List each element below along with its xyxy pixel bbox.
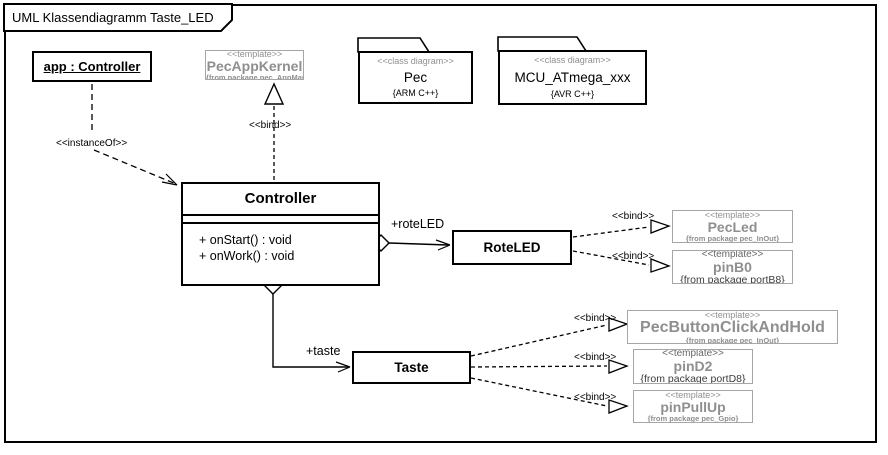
bind-triangle-pinb0 [650,258,671,273]
bind-triangle-pecbutton [608,317,629,332]
stereotype-label: <<template>> [701,250,764,260]
class-name: Controller [183,184,378,216]
node-mcu-package[interactable]: <<class diagram>> MCU_ATmega_xxx {AVR C+… [498,50,647,105]
package-name: MCU_ATmega_xxx [514,69,631,85]
frame-title: UML Klassendiagramm Taste_LED [12,10,214,25]
taste-role-label: +taste [306,344,341,358]
template-name: PecLed [707,219,758,235]
frame-title-tab [3,3,233,32]
template-name: pinPullUp [660,399,726,415]
template-origin: {from package portB8} [680,273,785,284]
instanceof-label: <<instanceOf>> [56,138,128,149]
taste-arrowhead [335,361,351,373]
bind-label-pecbutton: <<bind>> [574,313,617,324]
instanceof-arrowhead [161,173,178,186]
bind-edge-pecled [572,226,650,238]
bind-edge-pinb0 [572,250,650,266]
class-attributes-compartment [183,216,378,224]
stereotype-label: <<template>> [665,390,721,400]
instanceof-edge-diagonal [93,149,177,185]
template-origin: {from package pec_Gpio} [647,414,739,423]
template-origin: {from package pec_InOut} [685,335,780,344]
roteled-arrowhead [435,239,451,251]
node-pinb0-template[interactable]: <<template>> pinB0 {from package portB8} [672,250,793,284]
operation: + onWork() : void [199,249,295,263]
template-origin: {from package pec_InOut} [685,234,780,243]
stereotype-label: <<template>> [662,349,724,359]
stereotype-label: <<class diagram>> [534,55,611,65]
stereotype-label: <<template>> [704,210,761,220]
node-app-instance[interactable]: app : Controller [32,51,152,82]
class-name: RoteLED [483,240,541,255]
bind-label-pinpullup: <<bind>> [574,392,617,403]
class-operations-compartment: + onStart() : void + onWork() : void [183,224,378,264]
instance-name: app : Controller [43,59,141,74]
template-origin: {from package portD8} [640,373,746,384]
bind-label-pinb0: <<bind>> [612,251,655,262]
stereotype-label: <<template>> [226,50,283,59]
roteled-role-label: +roteLED [391,217,445,231]
node-pec-app-kernel[interactable]: <<template>> PecAppKernel {from package … [205,50,304,80]
bind-label-pind2: <<bind>> [574,352,617,363]
template-origin: {from package pec_AppManagement} [206,72,303,80]
package-tag: {AVR C++} [550,89,595,99]
package-name: Pec [403,69,428,85]
template-name: PecButtonClickAndHold [640,318,825,336]
node-pec-package[interactable]: <<class diagram>> Pec {ARM C++} [358,51,473,104]
generalization-triangle-kernel [263,82,285,105]
bind-label-pecled: <<bind>> [612,211,655,222]
bind-edge-pecbutton [470,324,608,357]
diagram-frame [4,4,877,443]
node-pinpullup-template[interactable]: <<template>> pinPullUp {from package pec… [633,390,753,423]
operation: + onStart() : void [199,233,292,247]
bind-triangle-pinpullup [608,399,629,414]
taste-edge [272,294,348,368]
node-taste-class[interactable]: Taste [352,351,471,384]
bind-triangle-pecled [650,219,671,234]
mcu-package-tab[interactable] [497,36,588,52]
node-pecled-template[interactable]: <<template>> PecLed {from package pec_In… [672,210,793,243]
bind-edge-pinpullup [470,377,608,407]
bind-label-kernel: <<bind>> [249,120,292,131]
template-name: PecAppKernel [206,57,303,74]
roteled-edge [388,242,449,246]
package-tag: {ARM C++} [392,88,439,98]
bind-triangle-pind2 [608,359,629,374]
class-name: Taste [394,360,429,375]
node-pind2-template[interactable]: <<template>> pinD2 {from package portD8} [633,349,753,384]
node-controller-class[interactable]: Controller + onStart() : void + onWork()… [181,182,380,286]
template-name: pinD2 [673,358,713,374]
node-pecbutton-template[interactable]: <<template>> PecButtonClickAndHold {from… [627,310,838,344]
template-name: pinB0 [713,258,752,275]
node-roteled-class[interactable]: RoteLED [452,230,572,265]
pec-package-tab[interactable] [357,37,431,53]
stereotype-label: <<class diagram>> [377,56,454,66]
bind-edge-pind2 [470,365,608,368]
stereotype-label: <<template>> [704,310,761,320]
